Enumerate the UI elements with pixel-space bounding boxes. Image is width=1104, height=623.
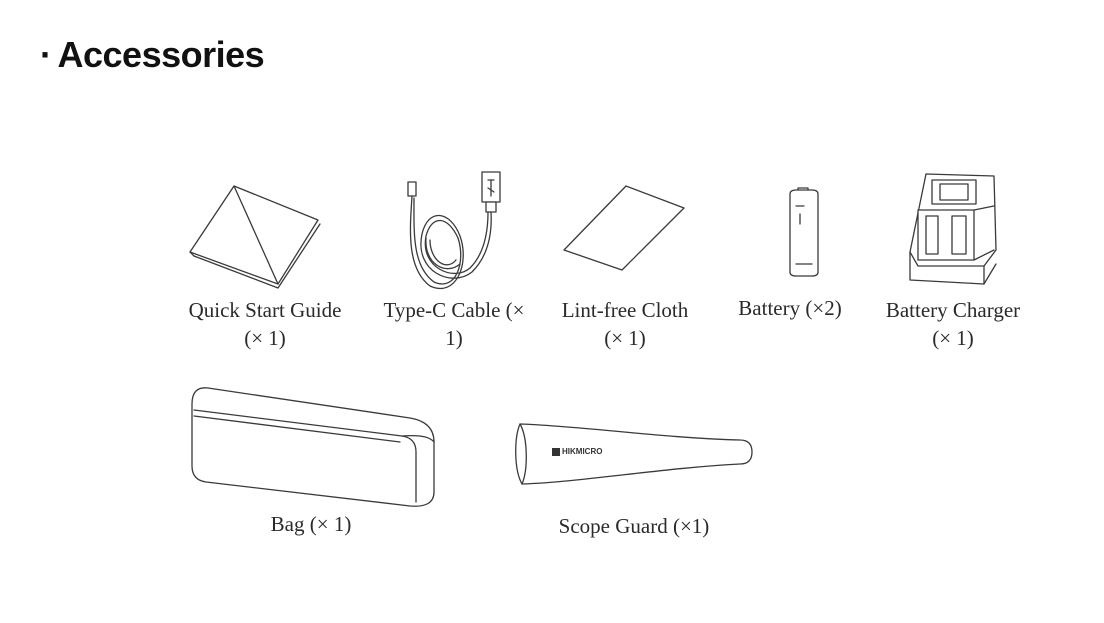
scope-guard-icon (515, 423, 753, 485)
caption-line-2: (× 1) (604, 326, 646, 350)
caption-line-1: Battery (×2) (738, 296, 842, 320)
bag-icon (191, 387, 435, 507)
page-title: ·Accessories (40, 34, 265, 76)
usb-cable-icon (407, 171, 501, 289)
booklet-icon (189, 185, 321, 289)
battery-icon (789, 187, 819, 277)
caption-line-2: (× 1) (244, 326, 286, 350)
caption-line-1: Lint-free Cloth (561, 298, 689, 322)
caption-line-1: Battery Charger (885, 298, 1021, 322)
caption-line-1: Quick Start Guide (188, 298, 342, 322)
caption-line-2: (× 1) (932, 326, 974, 350)
brand-logo: HIKMICRO (562, 447, 603, 456)
caption-line-1: Bag (× 1) (270, 512, 352, 536)
caption-line-1: Type-C Cable (× (383, 298, 525, 322)
caption-line-2: 1) (445, 326, 463, 350)
caption-line-1: Scope Guard (×1) (558, 514, 710, 538)
title-bullet: · (40, 34, 52, 75)
cloth-icon (563, 185, 685, 271)
title-text: Accessories (57, 34, 265, 75)
charger-icon (909, 173, 997, 285)
